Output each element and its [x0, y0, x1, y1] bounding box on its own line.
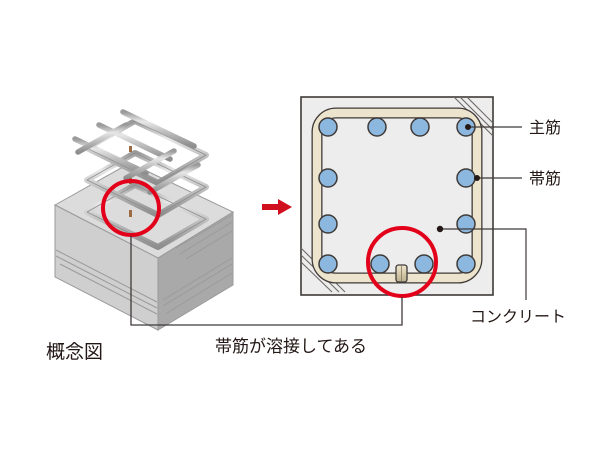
cross-section-panel [300, 96, 494, 298]
label-hoop-rebar: 帯筋 [529, 169, 561, 188]
concept-illustration [53, 100, 235, 331]
leader-dot-concrete [436, 225, 444, 233]
caption-bracket [130, 236, 403, 326]
main-rebar [318, 117, 338, 137]
main-rebar [410, 117, 430, 137]
main-rebar [456, 214, 476, 234]
rebar-cage [72, 100, 209, 250]
leader-dots [436, 124, 480, 233]
leader-concrete [440, 228, 527, 300]
main-rebar [367, 117, 387, 137]
figure-title: 概念図 [46, 341, 103, 363]
block-hatch [55, 214, 233, 315]
figure-caption: 帯筋が溶接してある [215, 337, 367, 357]
main-rebar [318, 214, 338, 234]
weld-joint-section [395, 264, 408, 283]
main-rebar [414, 254, 434, 274]
main-rebar [318, 254, 338, 274]
label-main-rebar: 主筋 [529, 118, 561, 137]
main-rebar [318, 168, 338, 188]
weld-highlight-circle-section [366, 226, 438, 298]
weld-highlight-circle-concept [101, 179, 161, 237]
main-rebar [456, 168, 476, 188]
label-concrete: コンクリート [470, 307, 566, 326]
leader-lines [440, 126, 527, 300]
transition-arrow [262, 199, 292, 215]
leader-dot-main-rebar [465, 124, 471, 130]
top-bars [72, 109, 201, 195]
main-rebar [456, 254, 476, 274]
main-rebar [370, 254, 390, 274]
leader-dot-hoop-rebar [474, 175, 480, 181]
